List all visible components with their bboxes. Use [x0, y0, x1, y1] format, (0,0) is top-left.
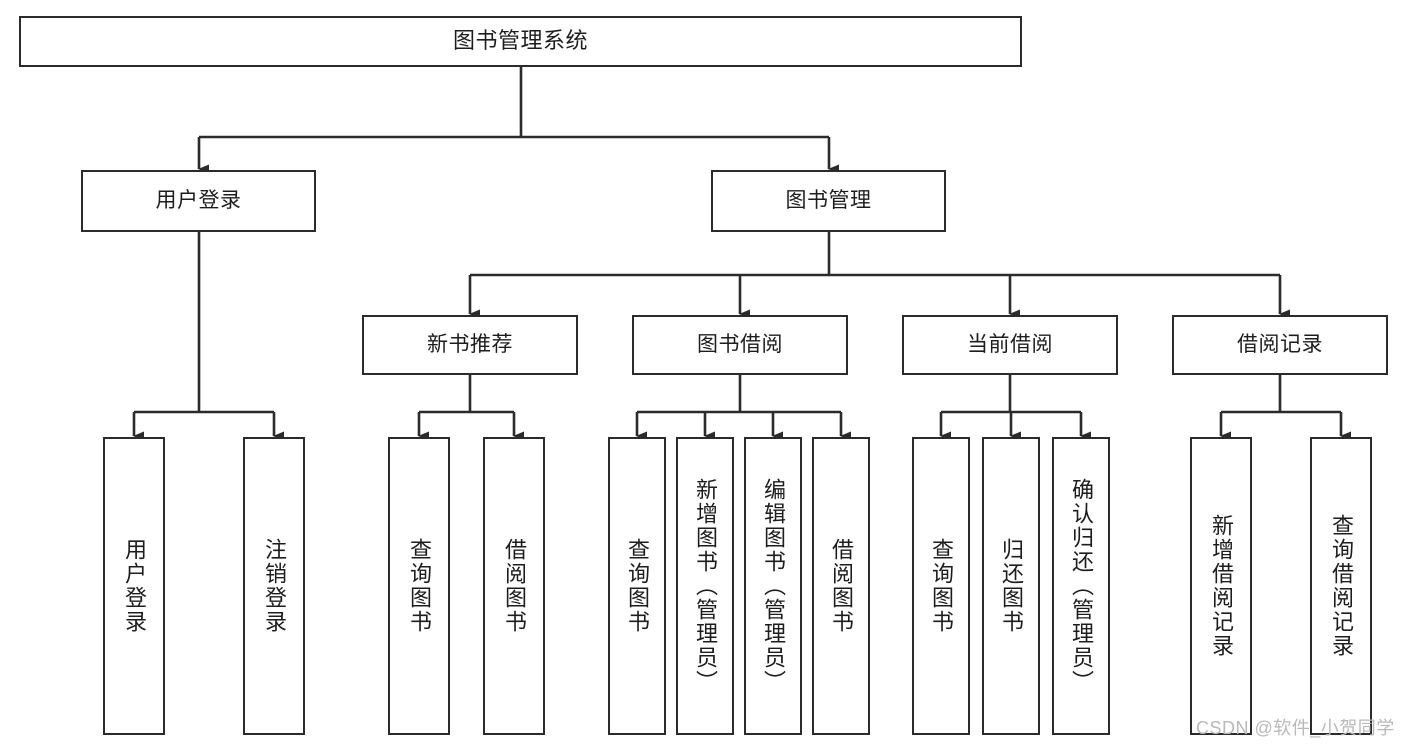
- node-label: 查询图书: [929, 538, 954, 634]
- node-l3-borrow[interactable]: 图书借阅: [632, 315, 848, 375]
- node-label: 图书管理: [785, 189, 872, 213]
- node-label: 当前借阅: [967, 333, 1053, 357]
- node-leaf-borrow-query[interactable]: 查询图书: [608, 437, 666, 735]
- node-label: 用户登录: [155, 189, 242, 213]
- csdn-watermark: CSDN @软件_小贺同学: [1196, 718, 1395, 738]
- node-label: 注销登录: [262, 538, 287, 634]
- node-label: 借阅图书: [502, 538, 527, 634]
- node-l3-current[interactable]: 当前借阅: [902, 315, 1118, 375]
- node-label: 确认归还（管理员）: [1069, 478, 1094, 694]
- node-label: 新书推荐: [427, 333, 513, 357]
- node-leaf-record-add[interactable]: 新增借阅记录: [1190, 437, 1252, 735]
- node-leaf-record-query[interactable]: 查询借阅记录: [1310, 437, 1372, 735]
- node-leaf-user-login[interactable]: 用户登录: [103, 437, 165, 735]
- node-label: 图书管理系统: [452, 28, 588, 54]
- node-l3-record[interactable]: 借阅记录: [1172, 315, 1388, 375]
- node-label: 编辑图书（管理员）: [761, 478, 786, 694]
- node-label: 借阅图书: [829, 538, 854, 634]
- node-label: 查询借阅记录: [1329, 514, 1354, 658]
- node-leaf-new-query[interactable]: 查询图书: [388, 437, 450, 735]
- node-leaf-new-borrow[interactable]: 借阅图书: [483, 437, 545, 735]
- node-leaf-current-query[interactable]: 查询图书: [912, 437, 970, 735]
- node-label: 查询图书: [407, 538, 432, 634]
- node-leaf-current-return[interactable]: 归还图书: [982, 437, 1040, 735]
- node-l2-user[interactable]: 用户登录: [81, 170, 316, 232]
- node-label: 新增借阅记录: [1209, 514, 1234, 658]
- node-label: 借阅记录: [1237, 333, 1323, 357]
- connector-lines: [132, 67, 1351, 441]
- node-leaf-borrow-add[interactable]: 新增图书（管理员）: [676, 437, 734, 735]
- node-l2-book[interactable]: 图书管理: [711, 170, 946, 232]
- node-leaf-borrow-lend[interactable]: 借阅图书: [812, 437, 870, 735]
- node-label: 查询图书: [625, 538, 650, 634]
- node-root[interactable]: 图书管理系统: [19, 16, 1022, 67]
- node-l3-new[interactable]: 新书推荐: [362, 315, 578, 375]
- node-leaf-user-logout[interactable]: 注销登录: [243, 437, 305, 735]
- node-label: 归还图书: [999, 538, 1024, 634]
- node-leaf-borrow-edit[interactable]: 编辑图书（管理员）: [744, 437, 802, 735]
- node-label: 用户登录: [122, 538, 147, 634]
- node-label: 图书借阅: [697, 333, 783, 357]
- node-label: 新增图书（管理员）: [693, 478, 718, 694]
- node-leaf-current-confirm[interactable]: 确认归还（管理员）: [1052, 437, 1110, 735]
